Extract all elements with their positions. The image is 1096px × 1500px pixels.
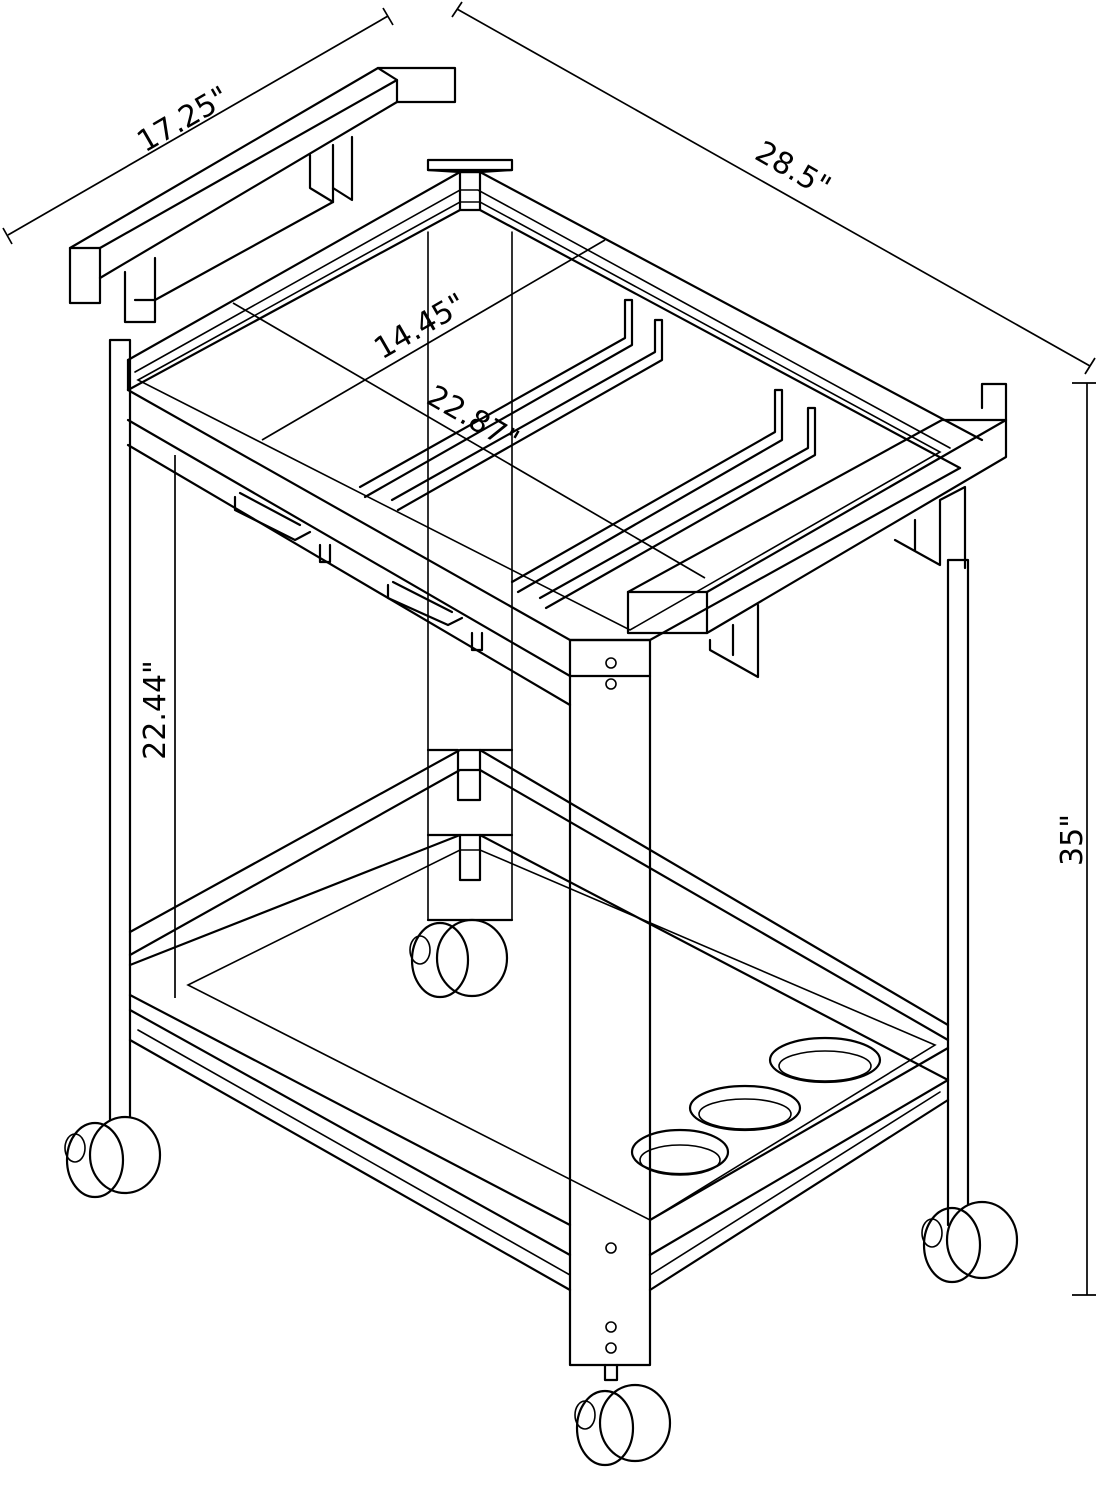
total-height-label: 35" [1055,814,1090,866]
dimension-depth: 17.25" [2,7,394,245]
shelf-height-label: 22.44" [138,660,173,760]
front-center-leg [568,638,652,1367]
dimension-width: 28.5" [451,1,1096,375]
front-left-leg [108,338,132,1144]
bottle-holders [630,1036,882,1176]
width-label: 28.5" [749,134,836,205]
bottom-shelf [128,748,950,1292]
dimension-total-height: 35" [1055,382,1096,1296]
right-handle [626,382,1008,679]
glass-rack [233,298,817,652]
left-handle [68,66,457,324]
dimension-shelf-width: 22.87" [232,302,706,579]
back-post [426,231,514,922]
right-leg [946,558,970,1227]
top-shelf [126,158,984,707]
caster-back [409,918,509,999]
depth-label: 17.25" [131,80,235,160]
caster-front-left [64,1115,162,1199]
caster-front-center [574,1363,672,1467]
caster-right [921,1200,1019,1284]
dimension-shelf-height: 22.44" [138,455,176,998]
